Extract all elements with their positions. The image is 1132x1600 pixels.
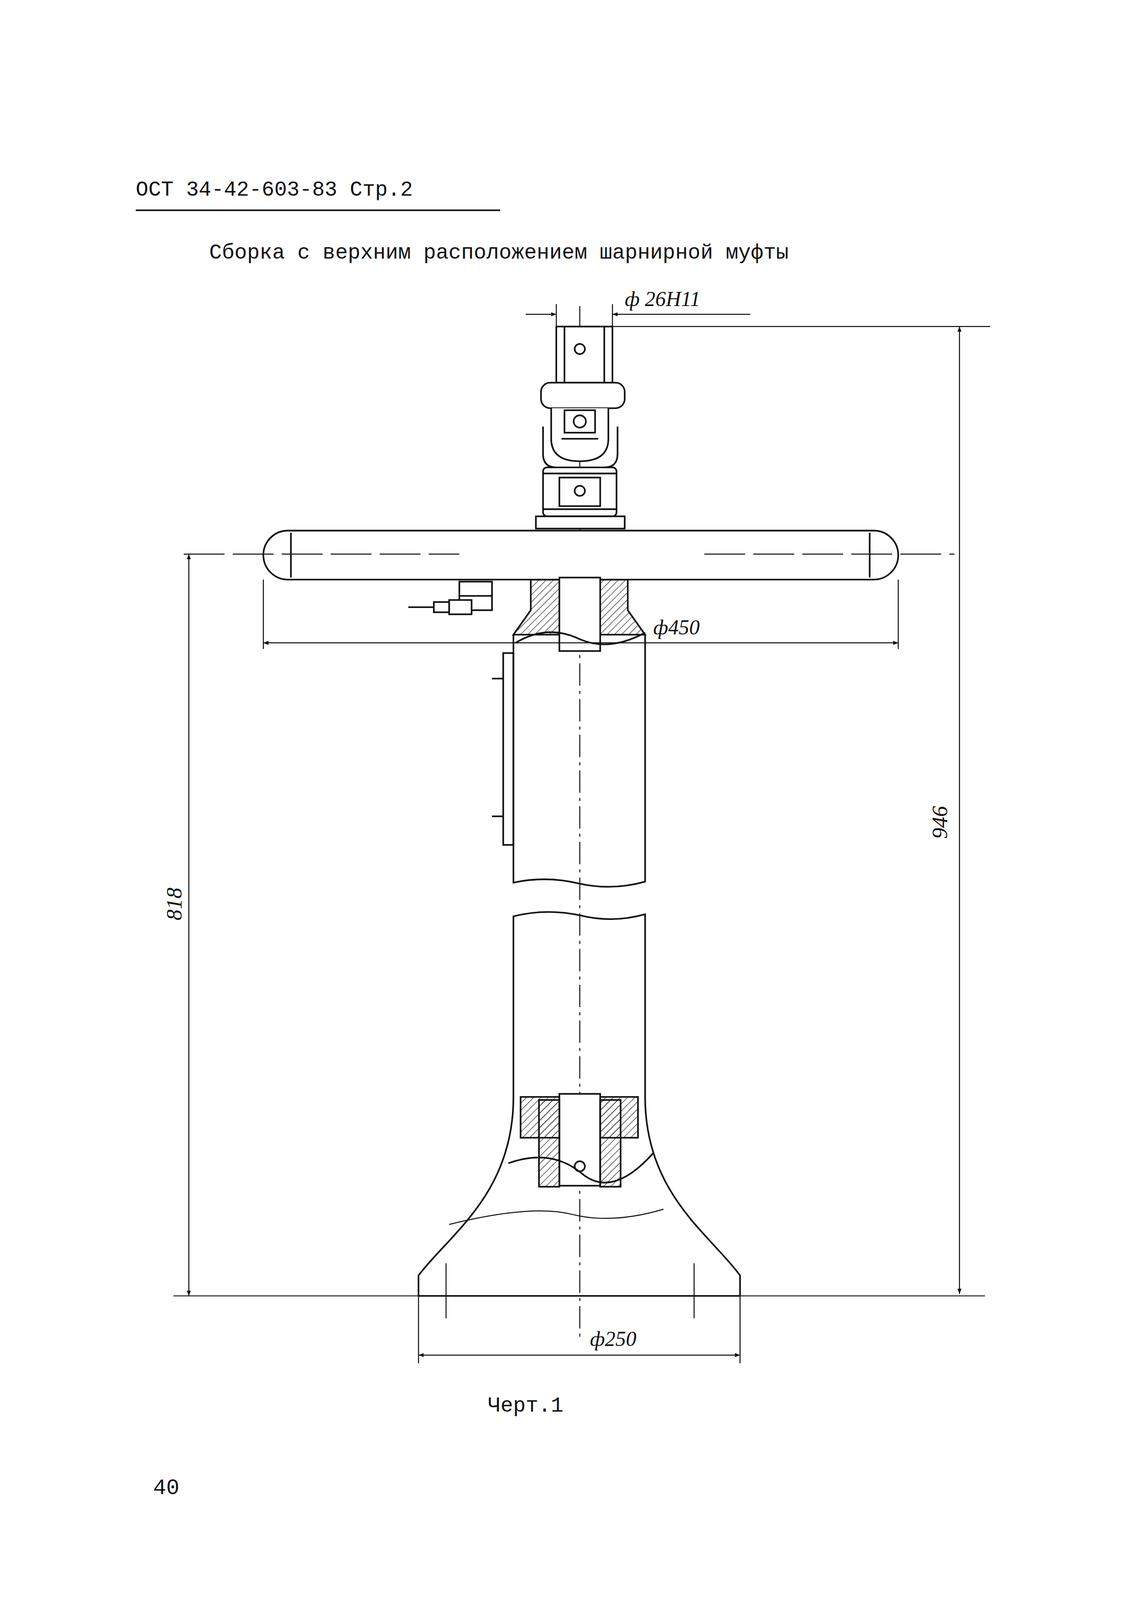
dimension-text: 946 bbox=[928, 806, 951, 840]
drawing-lines bbox=[135, 210, 991, 1364]
page-number: 40 bbox=[153, 1477, 180, 1500]
dimension-text: ф250 bbox=[589, 1329, 637, 1351]
dimension-text: ф450 bbox=[653, 617, 700, 639]
drawing-title: Сборка с верхним расположением шарнирной… bbox=[209, 242, 789, 264]
dimension-text: ф 26Н11 bbox=[624, 288, 701, 310]
figure-caption: Черт.1 bbox=[487, 1396, 564, 1418]
dimension-text: 818 bbox=[163, 887, 186, 921]
document-header: ОСТ 34-42-603-83 Стр.2 bbox=[135, 179, 413, 201]
